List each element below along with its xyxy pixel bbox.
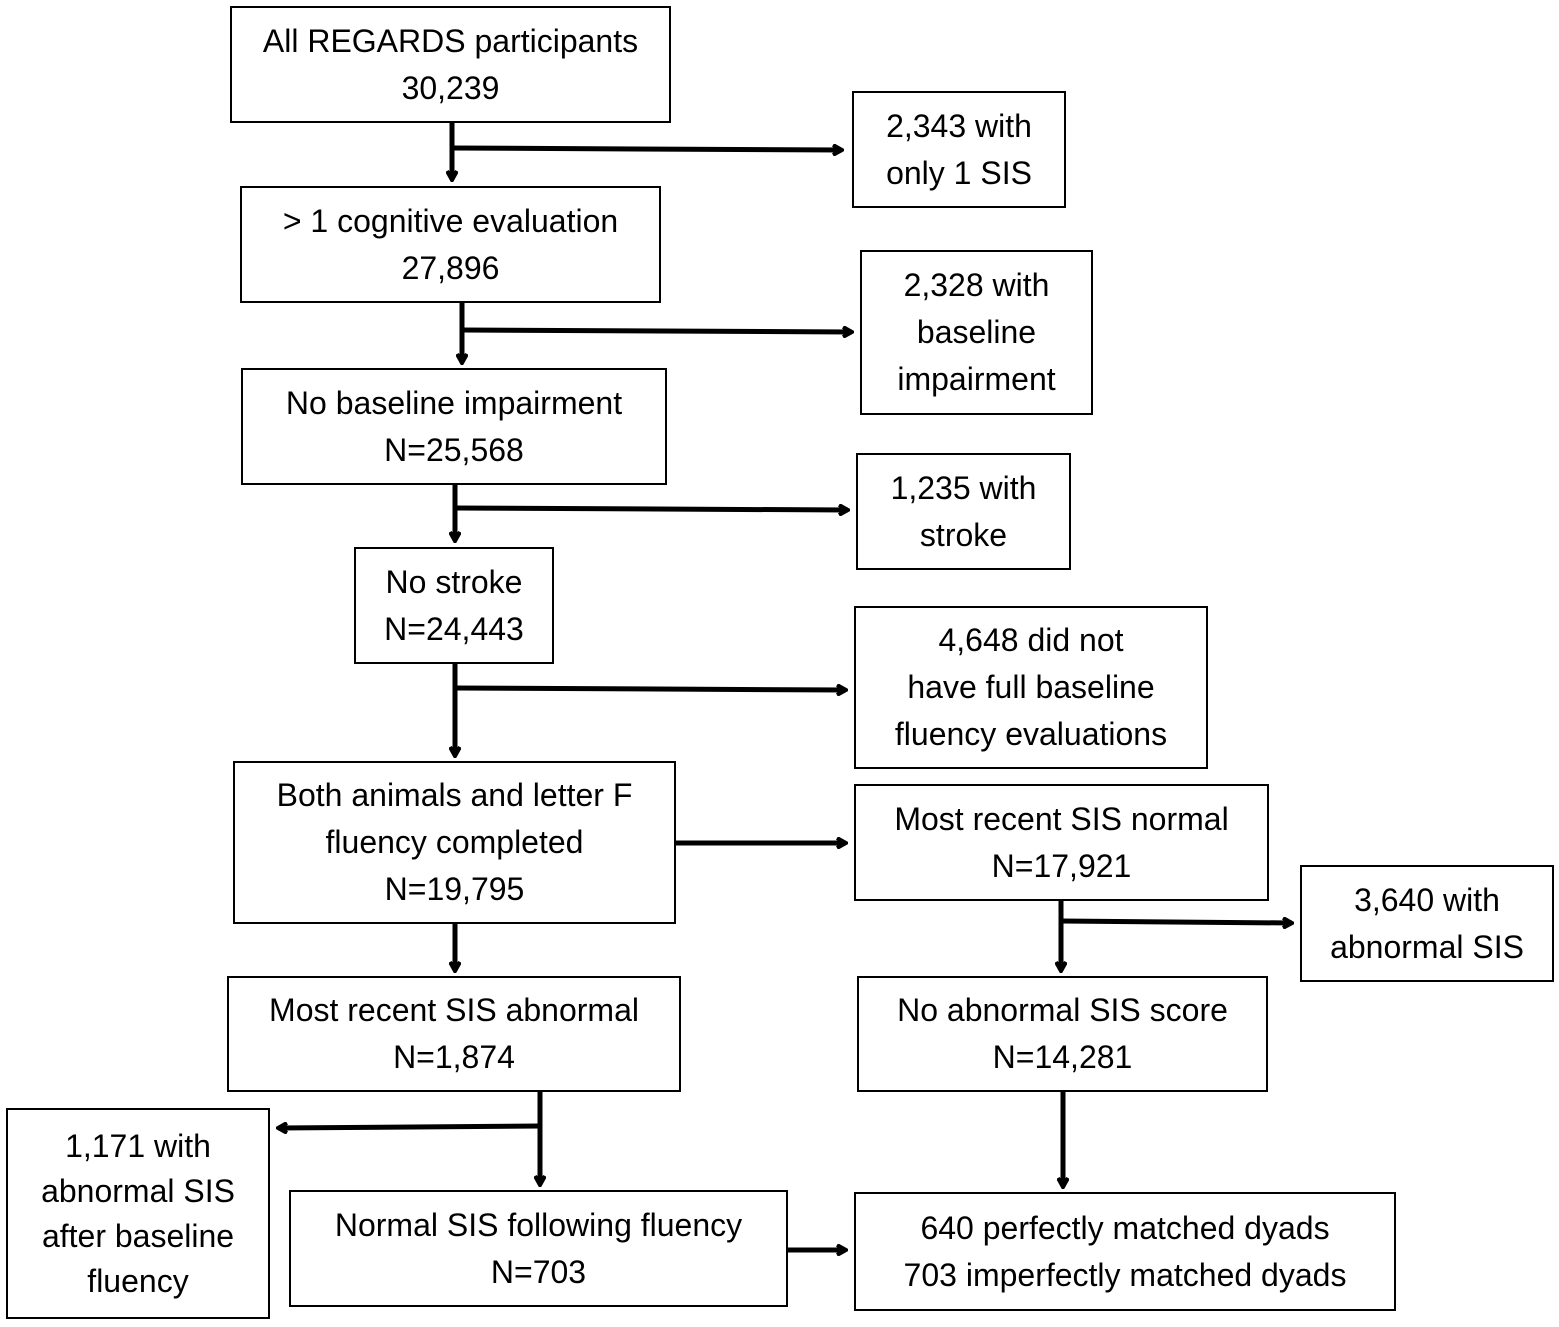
box-no-baseline-impairment: No baseline impairment N=25,568 xyxy=(241,368,667,485)
arrow-no-impairment-to-stroke xyxy=(454,508,848,510)
box-no-abnormal-sis: No abnormal SIS score N=14,281 xyxy=(857,976,1268,1092)
box-count: N=17,921 xyxy=(991,847,1132,884)
box-cognitive-evaluation: > 1 cognitive evaluation 27,896 xyxy=(240,186,661,303)
box-count: N=1,874 xyxy=(393,1039,515,1075)
box-label: No stroke xyxy=(385,563,523,600)
box-label: All REGARDS participants xyxy=(262,22,639,59)
box-label: have full baseline xyxy=(907,669,1155,705)
box-count: N=25,568 xyxy=(384,431,524,468)
box-count: N=703 xyxy=(490,1253,587,1290)
box-matched-dyads: 640 perfectly matched dyads 703 imperfec… xyxy=(854,1192,1396,1311)
box-label: Both animals and letter F xyxy=(276,777,633,813)
box-label: 3,640 with xyxy=(1354,881,1500,918)
box-count: N=24,443 xyxy=(384,610,524,647)
box-label: 640 perfectly matched dyads xyxy=(920,1209,1330,1246)
box-label: Normal SIS following fluency xyxy=(334,1206,743,1243)
box-count: N=19,795 xyxy=(384,871,525,907)
box-label: 1,171 with xyxy=(65,1127,211,1164)
box-label: after baseline xyxy=(41,1217,235,1254)
box-no-full-fluency: 4,648 did not have full baseline fluency… xyxy=(854,606,1208,769)
box-label: abnormal SIS xyxy=(1330,928,1524,965)
box-all-participants: All REGARDS participants 30,239 xyxy=(230,6,671,123)
box-fluency-completed: Both animals and letter F fluency comple… xyxy=(233,761,676,924)
box-only-one-sis: 2,343 with only 1 SIS xyxy=(852,91,1066,208)
box-label: fluency completed xyxy=(325,824,584,860)
box-abnormal-sis-excluded: 3,640 with abnormal SIS xyxy=(1300,865,1554,982)
arrow-sis-normal-to-abnormal-excluded xyxy=(1060,921,1292,923)
box-label: Most recent SIS normal xyxy=(894,800,1229,837)
box-label: baseline xyxy=(916,314,1037,350)
box-no-stroke: No stroke N=24,443 xyxy=(354,547,554,664)
box-recent-sis-normal: Most recent SIS normal N=17,921 xyxy=(854,784,1269,901)
box-label: Most recent SIS abnormal xyxy=(269,992,639,1028)
box-count: 30,239 xyxy=(401,69,500,106)
box-label: No abnormal SIS score xyxy=(897,992,1228,1028)
box-label: 703 imperfectly matched dyads xyxy=(903,1256,1347,1293)
box-label: only 1 SIS xyxy=(886,154,1032,191)
box-label: > 1 cognitive evaluation xyxy=(282,202,619,239)
box-label: No baseline impairment xyxy=(285,384,623,421)
box-with-stroke: 1,235 with stroke xyxy=(856,453,1071,570)
box-label: 2,343 with xyxy=(886,107,1032,144)
arrow-sis-abnormal-to-abnormal-after xyxy=(278,1126,541,1128)
box-label: abnormal SIS xyxy=(41,1172,235,1209)
box-count: N=14,281 xyxy=(992,1039,1133,1075)
box-label: 2,328 with xyxy=(903,267,1050,303)
arrow-no-stroke-to-no-full-fluency xyxy=(454,688,846,690)
box-label: 4,648 did not xyxy=(938,622,1124,658)
box-normal-sis-following: Normal SIS following fluency N=703 xyxy=(289,1190,788,1307)
box-abnormal-after-baseline: 1,171 with abnormal SIS after baseline f… xyxy=(6,1108,270,1319)
box-baseline-impairment-excluded: 2,328 with baseline impairment xyxy=(860,250,1093,415)
box-label: fluency xyxy=(87,1262,189,1299)
box-recent-sis-abnormal: Most recent SIS abnormal N=1,874 xyxy=(227,976,681,1092)
arrow-all-to-only-one-sis xyxy=(451,148,842,150)
arrow-cognitive-to-impairment-excluded xyxy=(461,330,852,332)
box-label: fluency evaluations xyxy=(894,716,1168,752)
box-label: stroke xyxy=(919,516,1008,553)
box-label: impairment xyxy=(897,361,1056,397)
box-label: 1,235 with xyxy=(890,469,1037,506)
box-count: 27,896 xyxy=(401,249,500,286)
